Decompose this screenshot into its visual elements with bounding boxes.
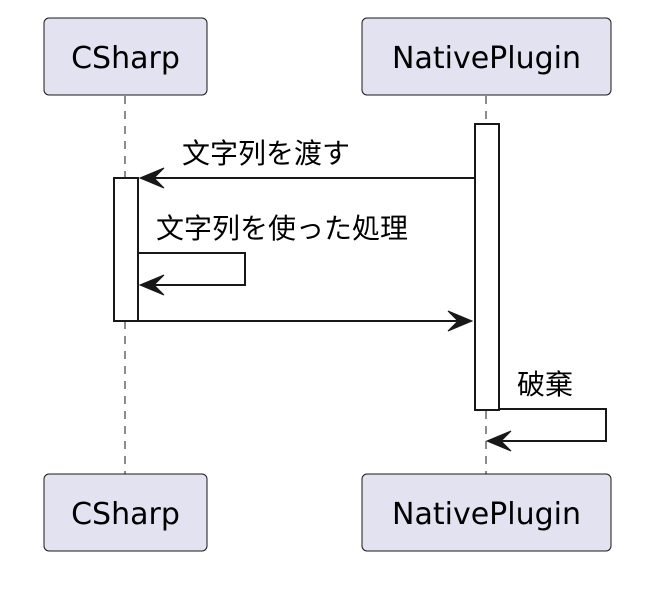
participant-csharp-top: CSharp bbox=[43, 17, 208, 96]
participant-nativeplugin-bottom-label: NativePlugin bbox=[392, 497, 581, 532]
participant-nativeplugin-top-label: NativePlugin bbox=[392, 41, 581, 76]
activation-nativeplugin bbox=[474, 123, 500, 411]
arrow-head-left bbox=[138, 167, 165, 189]
message-dispose: 破棄 bbox=[485, 368, 607, 452]
message-return-call bbox=[139, 310, 474, 332]
participant-csharp-bottom-label: CSharp bbox=[71, 497, 180, 532]
message-pass-string: 文字列を渡す bbox=[138, 137, 474, 189]
participant-csharp-bottom: CSharp bbox=[43, 473, 208, 552]
message-process-string-label: 文字列を使った処理 bbox=[156, 212, 408, 245]
message-process-string: 文字列を使った処理 bbox=[138, 212, 408, 296]
activation-csharp bbox=[113, 177, 139, 322]
participant-nativeplugin-bottom: NativePlugin bbox=[361, 473, 612, 552]
arrow-head-left bbox=[138, 274, 165, 296]
participant-nativeplugin-top: NativePlugin bbox=[361, 17, 612, 96]
message-pass-string-label: 文字列を渡す bbox=[182, 137, 350, 170]
arrow-head-left bbox=[485, 430, 512, 452]
message-dispose-label: 破棄 bbox=[517, 368, 573, 401]
participant-csharp-top-label: CSharp bbox=[71, 41, 180, 76]
arrow-head-right bbox=[447, 310, 474, 332]
